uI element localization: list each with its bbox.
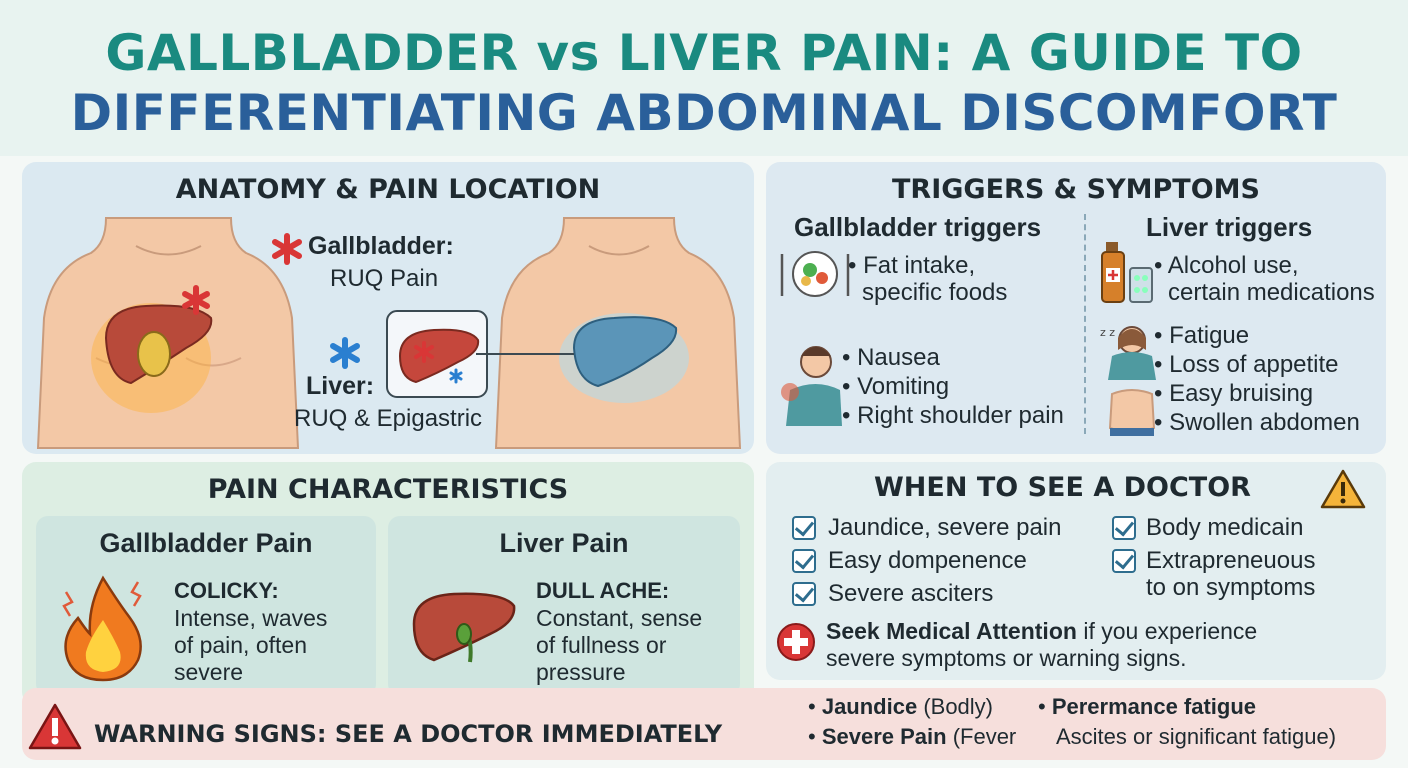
liver-location: RUQ & Epigastric — [294, 405, 483, 432]
doctor-item: Easy dompenence — [828, 547, 1027, 574]
gallbladder-symptom-item: Vomiting — [842, 373, 949, 401]
page-title-line1: GALLBLADDER vs LIVER PAIN: A GUIDE TO — [105, 24, 1303, 82]
tired-person-icon: z z — [1100, 326, 1156, 436]
gallbladder-trigger-item: Fat intake, — [848, 252, 975, 280]
anatomy-panel: ANATOMY & PAIN LOCATION Gallbladder: RUQ… — [22, 162, 754, 454]
warning-item-rest: (Fever — [946, 724, 1017, 749]
warning-triangle-icon — [28, 703, 82, 750]
warning-bar: WARNING SIGNS: SEE A DOCTOR IMMEDIATELY … — [22, 688, 1386, 760]
gallbladder-pain-desc: Intense, waves — [174, 605, 328, 631]
liver-symptom-item: Loss of appetite — [1154, 351, 1338, 379]
checkbox-icon — [792, 516, 816, 540]
page-title-line2: DIFFERENTIATING ABDOMINAL DISCOMFORT — [70, 84, 1338, 142]
pill-bottle-icon — [1101, 242, 1153, 303]
svg-text:z z: z z — [1100, 326, 1115, 339]
liver-pain-type: DULL ACHE: — [536, 578, 670, 603]
liver-pain-desc: pressure — [536, 659, 626, 685]
asterisk-icon — [330, 337, 360, 369]
gallbladder-pain-card: Gallbladder Pain COLICKY: Intense, waves… — [36, 516, 376, 696]
see-doctor-panel: WHEN TO SEE A DOCTOR Jaundice, severe pa… — [766, 462, 1386, 680]
medical-cross-icon — [777, 623, 815, 661]
see-doctor-title: WHEN TO SEE A DOCTOR — [874, 472, 1251, 503]
doctor-item: Body medicain — [1146, 514, 1304, 541]
liver-icon — [572, 316, 678, 388]
checkbox-icon — [792, 549, 816, 573]
nauseous-person-icon — [781, 346, 842, 426]
gallbladder-trigger-item: specific foods — [862, 279, 1008, 306]
liver-symptom-item: Easy bruising — [1154, 380, 1313, 408]
liver-label: Liver: — [306, 372, 375, 400]
checkbox-icon — [1112, 516, 1136, 540]
checkbox-icon — [792, 582, 816, 606]
column-divider — [1084, 214, 1086, 434]
warning-item-rest: (Bodly) — [917, 694, 993, 719]
liver-pain-card: Liver Pain DULL ACHE: Constant, sense of… — [388, 516, 740, 696]
liver-pain-desc: of fullness or — [536, 632, 667, 658]
warning-item-bold: Jaundice — [821, 694, 918, 719]
doctor-item: Extrapreneuous — [1146, 547, 1316, 574]
gallbladder-pain-desc: severe — [174, 659, 244, 685]
liver-symptom-item: Fatigue — [1154, 322, 1249, 350]
gallbladder-pain-desc: of pain, often — [174, 632, 307, 658]
gallbladder-triggers-heading: Gallbladder triggers — [794, 212, 1042, 242]
gallbladder-symptom-item: Right shoulder pain — [842, 402, 1064, 430]
gallbladder-shape — [137, 331, 171, 377]
asterisk-icon — [182, 285, 210, 315]
anatomy-title: ANATOMY & PAIN LOCATION — [175, 174, 601, 205]
liver-pain-desc: Constant, sense — [536, 605, 703, 631]
seek-medical-rest: if you experience — [1076, 618, 1258, 644]
pain-characteristics-panel: PAIN CHARACTERISTICS Gallbladder Pain CO… — [22, 462, 754, 706]
flame-icon — [62, 575, 142, 682]
characteristics-title: PAIN CHARACTERISTICS — [207, 474, 569, 505]
triggers-panel: TRIGGERS & SYMPTOMS Gallbladder triggers… — [766, 162, 1386, 454]
seek-medical-line2: severe symptoms or warning signs. — [826, 645, 1187, 671]
doctor-item: Jaundice, severe pain — [828, 514, 1062, 541]
warning-title: WARNING SIGNS: SEE A DOCTOR IMMEDIATELY — [94, 720, 723, 748]
plate-icon — [780, 251, 850, 297]
triggers-title: TRIGGERS & SYMPTOMS — [892, 174, 1260, 205]
torso-liver-illustration — [476, 217, 742, 449]
warning-item-bold: Severe Pain — [821, 724, 947, 749]
liver-icon — [412, 592, 516, 663]
liver-trigger-item: certain medications — [1168, 279, 1375, 306]
warning-item-rest: Ascites or significant fatigue) — [1056, 724, 1337, 749]
gallbladder-pain-type: COLICKY: — [174, 578, 279, 603]
doctor-item: to on symptoms — [1146, 574, 1316, 601]
liver-symptom-item: Swollen abdomen — [1154, 409, 1360, 437]
gallbladder-pain-heading: Gallbladder Pain — [99, 528, 313, 558]
gallbladder-symptom-item: Nausea — [842, 344, 940, 372]
liver-pain-heading: Liver Pain — [499, 528, 629, 558]
torso-gallbladder-illustration — [36, 217, 300, 449]
doctor-item: Severe asciters — [828, 580, 994, 607]
seek-medical-bold: Seek Medical Attention — [826, 618, 1077, 644]
header-banner: GALLBLADDER vs LIVER PAIN: A GUIDE TO DI… — [0, 0, 1408, 156]
liver-triggers-heading: Liver triggers — [1146, 212, 1313, 242]
warning-triangle-icon — [1320, 469, 1366, 509]
checkbox-icon — [1112, 549, 1136, 573]
gallbladder-location: RUQ Pain — [330, 265, 439, 292]
warning-item-bold: Perermance fatigue — [1051, 694, 1257, 719]
gallbladder-label: Gallbladder: — [308, 232, 454, 260]
liver-trigger-item: Alcohol use, — [1154, 252, 1299, 280]
asterisk-icon — [272, 233, 302, 265]
